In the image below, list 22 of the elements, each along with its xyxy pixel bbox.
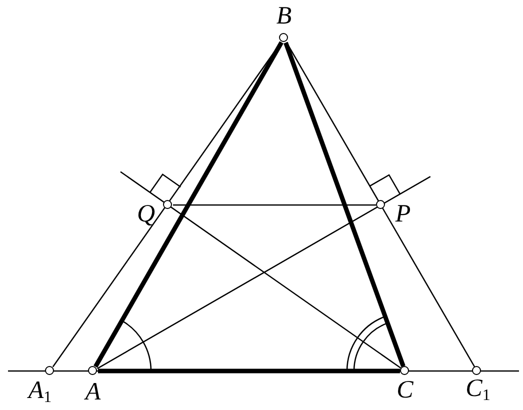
- line-segment: [8, 370, 519, 372]
- triangle-side: [94, 41, 284, 368]
- point-label: C$_{1}$: [466, 376, 490, 404]
- point-marker: [400, 366, 409, 375]
- point-marker: [45, 366, 54, 375]
- point-label: A$_{1}$: [28, 378, 52, 406]
- triangle-side: [284, 42, 406, 368]
- line-segment: [173, 204, 376, 206]
- point-label: P: [395, 202, 411, 226]
- point-label: Q: [136, 202, 156, 226]
- line-segment: [286, 42, 476, 367]
- line-segment: [120, 171, 402, 369]
- triangle-side: [98, 368, 400, 374]
- point-marker: [279, 33, 288, 42]
- point-marker: [88, 366, 97, 375]
- point-marker: [163, 200, 172, 209]
- point-label: B: [276, 4, 292, 28]
- point-label: A: [85, 380, 101, 404]
- point-marker: [376, 200, 385, 209]
- point-marker: [472, 366, 481, 375]
- point-label: C: [396, 378, 414, 402]
- line-segment: [97, 176, 431, 370]
